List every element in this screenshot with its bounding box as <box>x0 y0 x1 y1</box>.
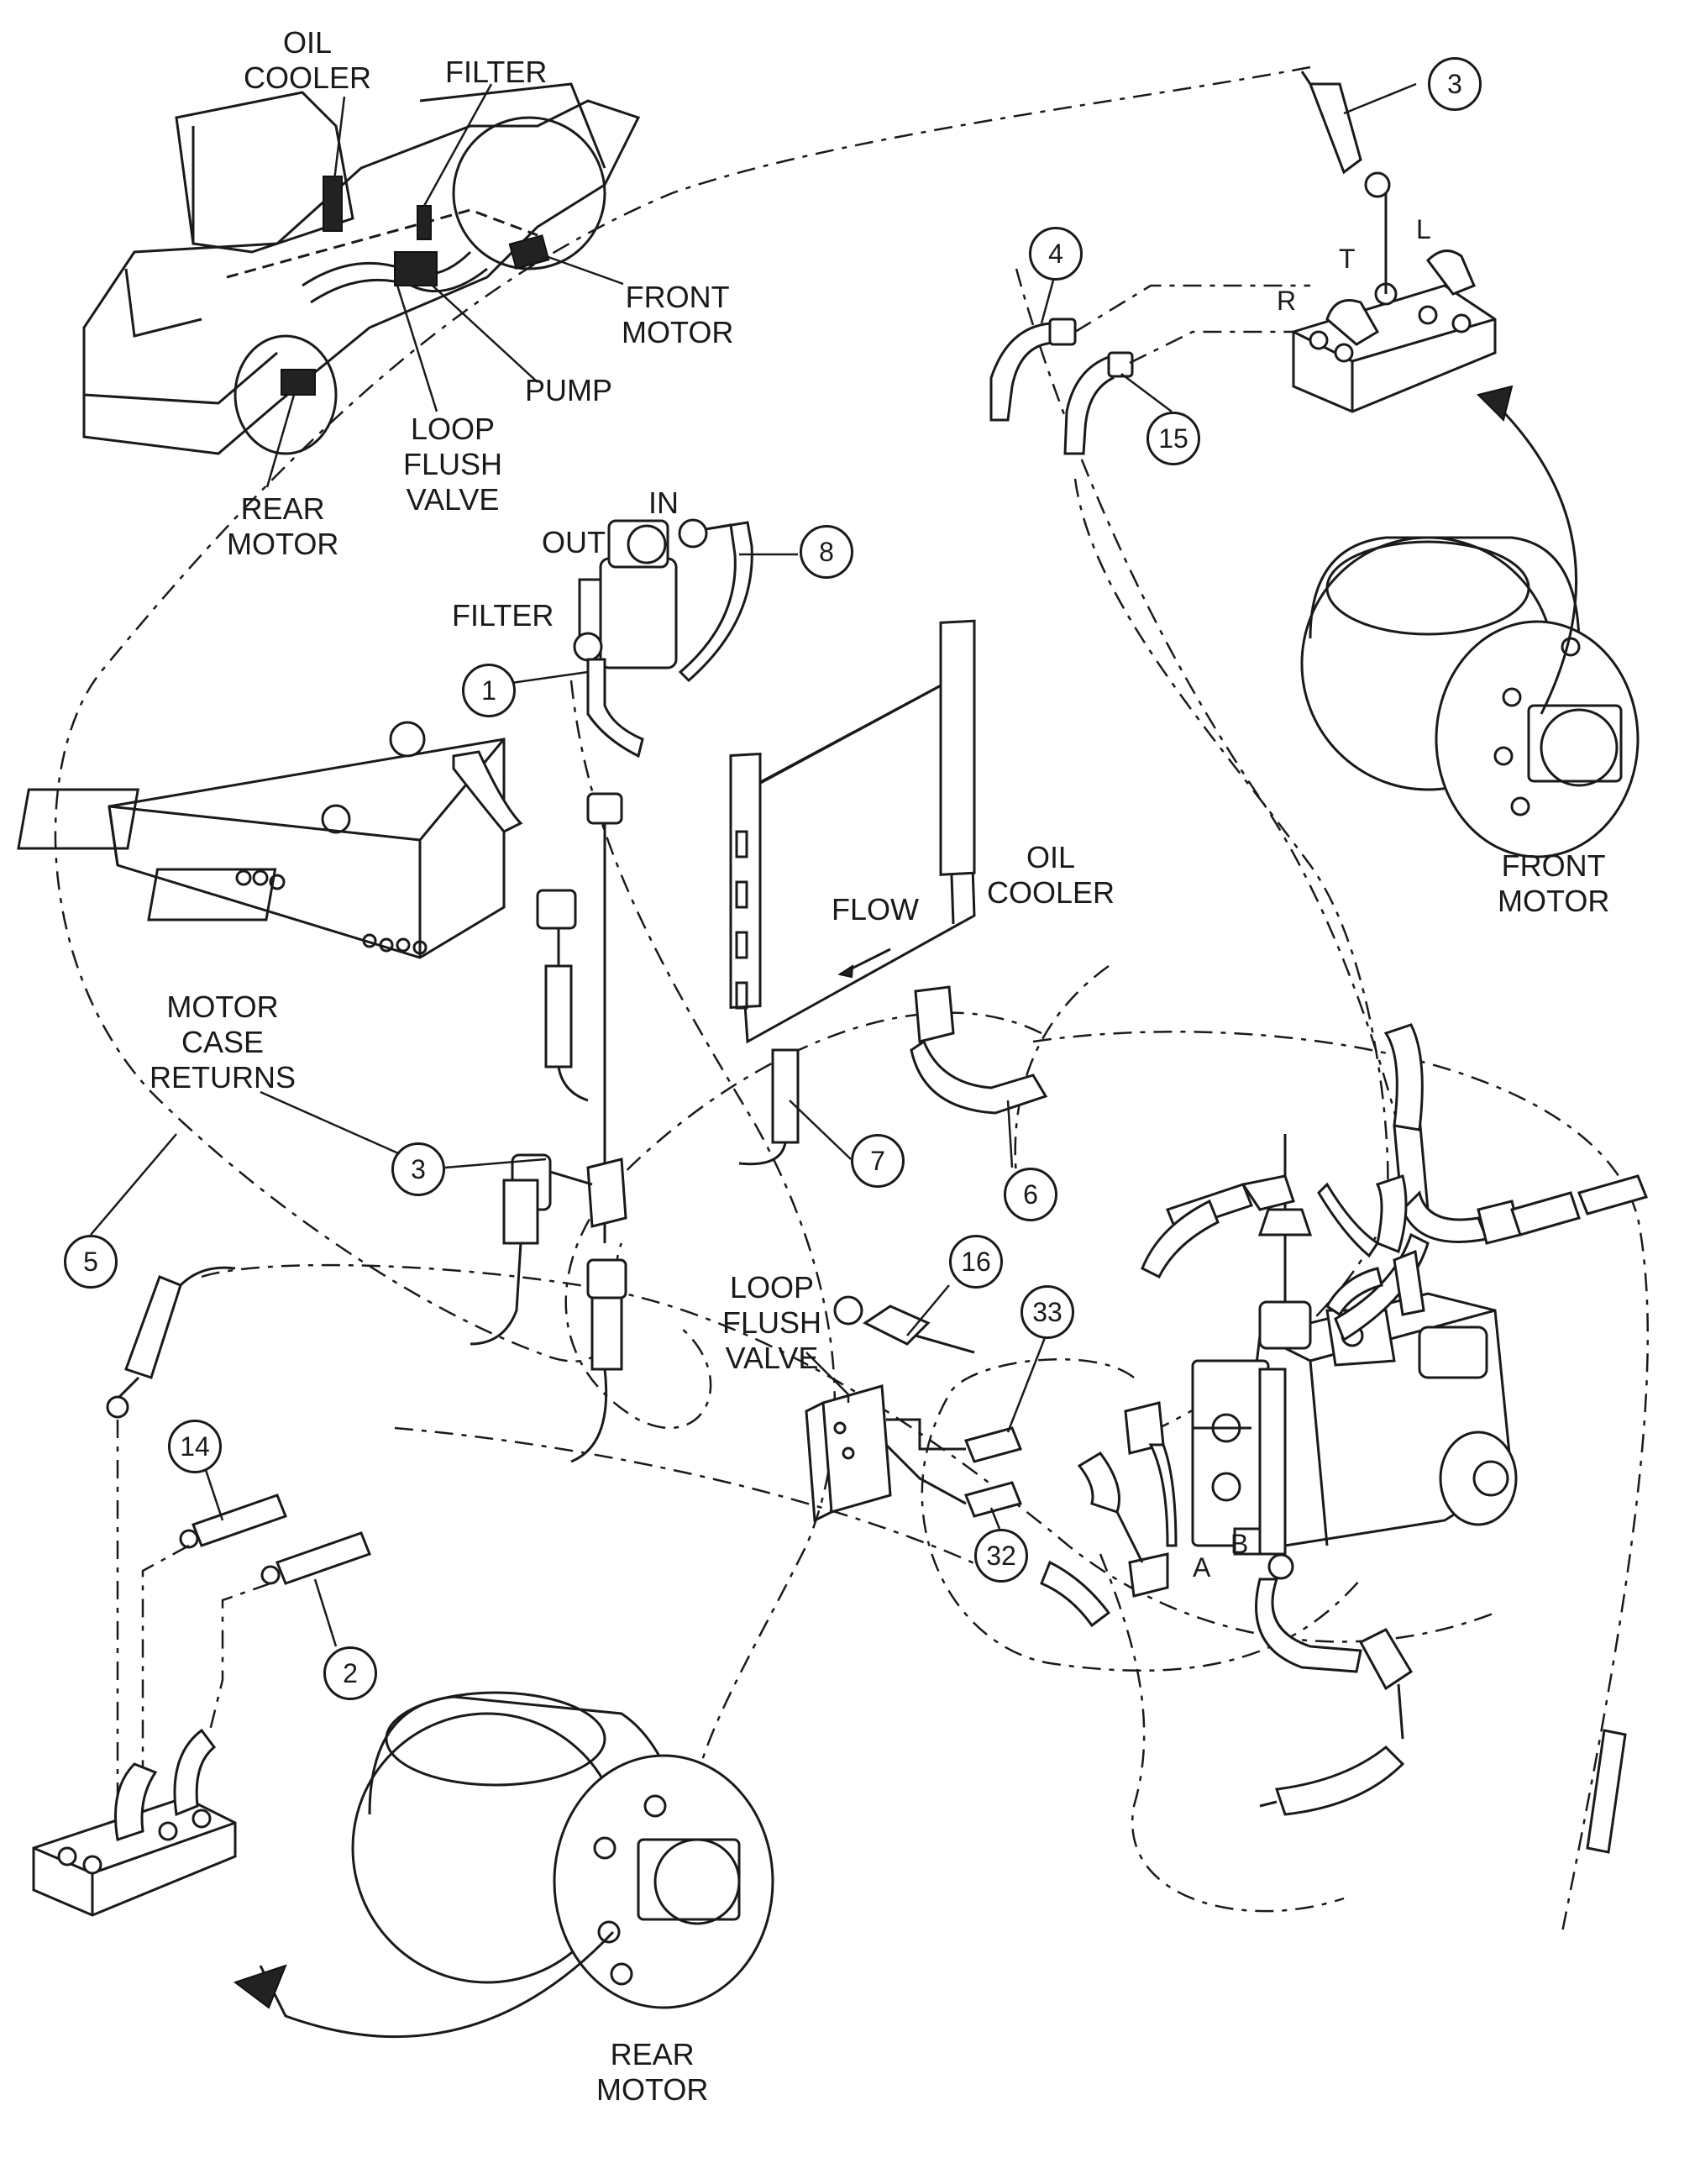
port-r-label: R <box>1277 286 1297 316</box>
port-l-label: L <box>1416 214 1431 244</box>
callout-14: 14 <box>168 1420 222 1473</box>
oil-cooler <box>729 619 1048 1166</box>
callout-6: 6 <box>1004 1168 1057 1221</box>
overview-loop-flush-valve-label: LOOP FLUSH VALVE <box>403 412 502 517</box>
front-motor <box>1300 385 1640 858</box>
rear-motor-label: REAR MOTOR <box>596 2037 708 2108</box>
filter-in-label: IN <box>648 486 679 521</box>
callout-2: 2 <box>323 1646 377 1700</box>
hydraulic-tank <box>17 721 623 1243</box>
oil-cooler-label: OIL COOLER <box>987 840 1115 911</box>
hydraulic-pump <box>1040 1134 1518 1816</box>
front-motor-label-line1: FRONT <box>1501 848 1606 883</box>
port-t-label: T <box>1339 244 1356 274</box>
filter-out-label: OUT <box>542 525 606 560</box>
case-return-tee <box>470 1153 627 1463</box>
loop-flush-valve-line1: LOOP <box>729 1270 815 1305</box>
oil-cooler-label-line2: COOLER <box>987 875 1115 910</box>
overview-oil-cooler-label-line1: OIL <box>283 25 333 60</box>
motor-case-returns-line3: RETURNS <box>150 1060 296 1095</box>
motor-case-returns-line2: CASE <box>181 1025 265 1059</box>
pump-supply-fittings <box>1141 1023 1649 1854</box>
rear-port-block <box>32 1728 237 1917</box>
overview-filter-label: FILTER <box>445 55 547 90</box>
loop-flush-valve-line2: FLUSH <box>722 1305 822 1340</box>
rear-hoses <box>106 1266 371 1814</box>
overview-rear-motor-label: REAR MOTOR <box>227 491 338 562</box>
overview-front-motor-label: FRONT MOTOR <box>622 280 733 350</box>
overview-rear-motor-label-line2: MOTOR <box>227 527 339 561</box>
callout-4: 4 <box>1029 227 1083 281</box>
overview-front-motor-label-line2: MOTOR <box>622 315 734 349</box>
overview-oil-cooler-label-line2: COOLER <box>244 60 372 95</box>
callout-32: 32 <box>974 1529 1028 1583</box>
filter-text: FILTER <box>452 598 554 633</box>
loop-flush-valve <box>805 1295 1023 1523</box>
motor-case-returns-line1: MOTOR <box>166 990 279 1024</box>
callout-7: 7 <box>851 1134 905 1188</box>
loop-flush-valve-line3: VALVE <box>725 1341 819 1375</box>
oil-cooler-label-line1: OIL <box>1026 840 1076 874</box>
machine-overview <box>82 82 641 488</box>
overview-loop-flush-valve-label-line2: FLUSH <box>403 447 503 481</box>
rear-motor-label-line1: REAR <box>610 2037 695 2071</box>
loop-flush-valve-label: LOOP FLUSH VALVE <box>722 1270 821 1376</box>
overview-filter-label-line1: FILTER <box>445 55 548 89</box>
overview-pump-label: PUMP <box>525 373 612 408</box>
callout-3-mid: 3 <box>391 1142 445 1196</box>
callout-leaders <box>90 82 1417 1647</box>
flow-label: FLOW <box>832 892 919 927</box>
overview-loop-flush-valve-label-line3: VALVE <box>406 482 500 517</box>
overview-rear-motor-label-line1: REAR <box>240 491 325 526</box>
front-port-block <box>1292 71 1497 413</box>
callout-33: 33 <box>1021 1285 1074 1339</box>
filter-label: FILTER <box>452 598 554 633</box>
callout-15: 15 <box>1146 412 1200 465</box>
filter-out-text: OUT <box>542 525 606 559</box>
filter-in-text: IN <box>648 486 679 520</box>
callout-8: 8 <box>800 525 853 579</box>
callout-16: 16 <box>949 1235 1003 1289</box>
rear-motor-label-line2: MOTOR <box>596 2072 709 2107</box>
motor-case-returns-label: MOTOR CASE RETURNS <box>150 990 296 1095</box>
port-b-label: B <box>1230 1529 1249 1559</box>
boundary-lines <box>54 66 1650 1933</box>
front-motor-label-line2: MOTOR <box>1498 884 1610 918</box>
filter-assembly <box>573 518 753 759</box>
callout-5: 5 <box>64 1235 118 1289</box>
callout-1: 1 <box>462 664 516 717</box>
overview-pump-label-line1: PUMP <box>525 373 613 407</box>
rear-motor <box>233 1691 774 2039</box>
overview-loop-flush-valve-label-line1: LOOP <box>410 412 496 446</box>
callout-3-top: 3 <box>1428 57 1482 111</box>
front-motor-label: FRONT MOTOR <box>1498 848 1609 919</box>
port-a-label: A <box>1193 1552 1211 1583</box>
overview-front-motor-label-line1: FRONT <box>625 280 730 314</box>
overview-oil-cooler-label: OIL COOLER <box>244 25 371 96</box>
hoses-4-15 <box>989 284 1310 455</box>
flow-text: FLOW <box>832 892 919 927</box>
